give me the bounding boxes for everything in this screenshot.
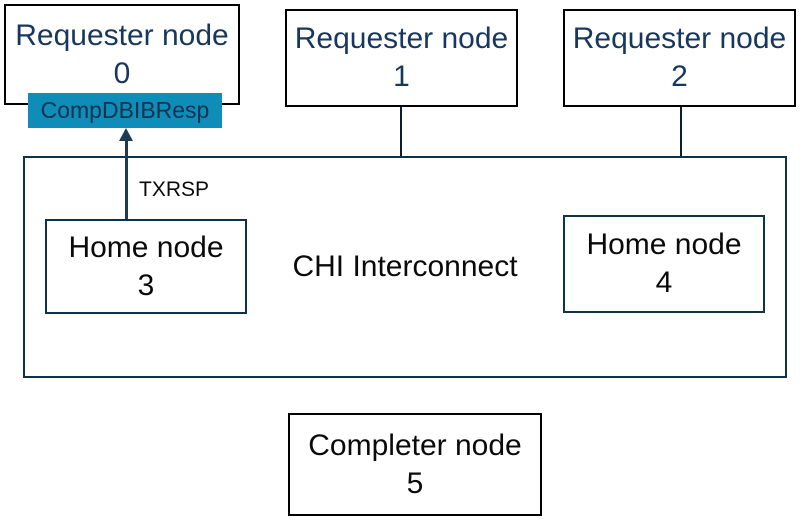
compdbibresp-message-label: CompDBIBResp <box>40 97 210 123</box>
home-node-3-id: 3 <box>137 268 155 302</box>
txrsp-channel-label: TXRSP <box>139 178 210 201</box>
txrsp-arrow-head <box>119 128 133 141</box>
completer-node-5-label: Completer node <box>308 428 522 462</box>
home-node-4-box: Home node 4 <box>563 215 765 313</box>
home-node-3-label: Home node <box>68 230 224 264</box>
home-node-3-box: Home node 3 <box>45 219 247 314</box>
txrsp-arrow-line <box>125 140 128 219</box>
requester-1-connector-line <box>400 107 402 156</box>
home-node-4-label: Home node <box>586 228 742 262</box>
requester-node-1-label: Requester node <box>294 22 509 56</box>
requester-node-2-label: Requester node <box>572 22 787 56</box>
compdbibresp-message-badge: CompDBIBResp <box>28 93 222 128</box>
requester-node-2-box: Requester node 2 <box>563 9 796 107</box>
requester-2-connector-line <box>680 107 682 156</box>
chi-interconnect-label: CHI Interconnect <box>292 250 518 283</box>
requester-node-2-id: 2 <box>671 60 688 93</box>
home-node-4-id: 4 <box>655 266 673 299</box>
requester-node-0-id: 0 <box>113 56 131 90</box>
requester-node-1-id: 1 <box>393 60 410 93</box>
completer-node-5-box: Completer node 5 <box>288 413 542 516</box>
completer-node-5-id: 5 <box>406 466 424 500</box>
requester-node-1-box: Requester node 1 <box>285 9 518 107</box>
requester-node-0-box: Requester node 0 <box>4 4 240 105</box>
requester-node-0-label: Requester node <box>15 18 229 52</box>
